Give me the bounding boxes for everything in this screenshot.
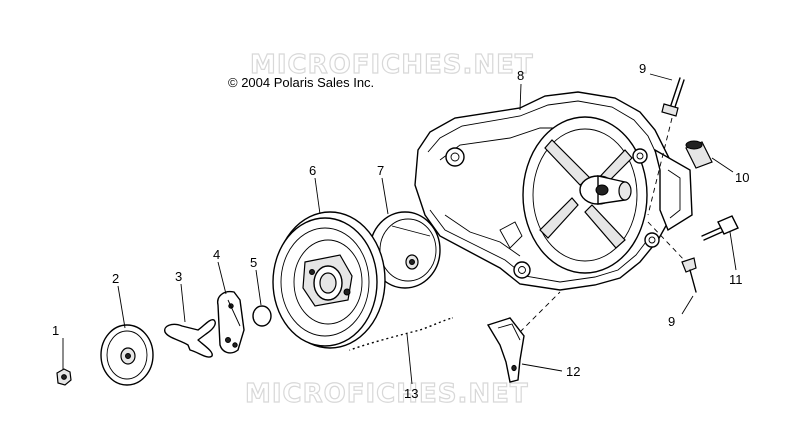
part-5-snap-ring	[252, 305, 272, 327]
watermark-top: MICROFICHES.NET	[250, 50, 534, 80]
callout-3: 3	[175, 269, 182, 284]
part-9-lower-screw	[647, 221, 697, 293]
callout-1: 1	[52, 323, 59, 338]
callout-10: 10	[735, 170, 749, 185]
callout-6: 6	[309, 163, 316, 178]
part-12-rope-guide-bracket	[486, 291, 561, 383]
callout-2: 2	[112, 271, 119, 286]
part-9-upper-screw	[647, 77, 685, 216]
part-6-rewind-pulley	[272, 211, 386, 349]
part-2-cover-disc	[100, 324, 154, 386]
part-3-pawl-spring	[164, 319, 216, 358]
callout-7: 7	[377, 163, 384, 178]
part-13-starter-rope	[349, 316, 453, 352]
part-4-ratchet-pawl	[217, 290, 245, 354]
callout-12: 12	[566, 364, 580, 379]
part-10-bushing	[685, 140, 713, 169]
callout-9-upper: 9	[639, 61, 646, 76]
watermark-bottom: MICROFICHES.NET	[245, 379, 529, 409]
callout-4: 4	[213, 247, 220, 262]
part-1-flange-nut	[56, 368, 72, 386]
leader-lines	[62, 73, 737, 385]
callout-13: 13	[404, 386, 418, 401]
copyright-notice: © 2004 Polaris Sales Inc.	[228, 75, 374, 90]
callout-9-lower: 9	[668, 314, 675, 329]
callout-8: 8	[517, 68, 524, 83]
part-8-recoil-housing	[414, 91, 693, 291]
part-11-mounting-bolt	[701, 215, 739, 241]
callout-5: 5	[250, 255, 257, 270]
callout-11: 11	[729, 272, 743, 287]
